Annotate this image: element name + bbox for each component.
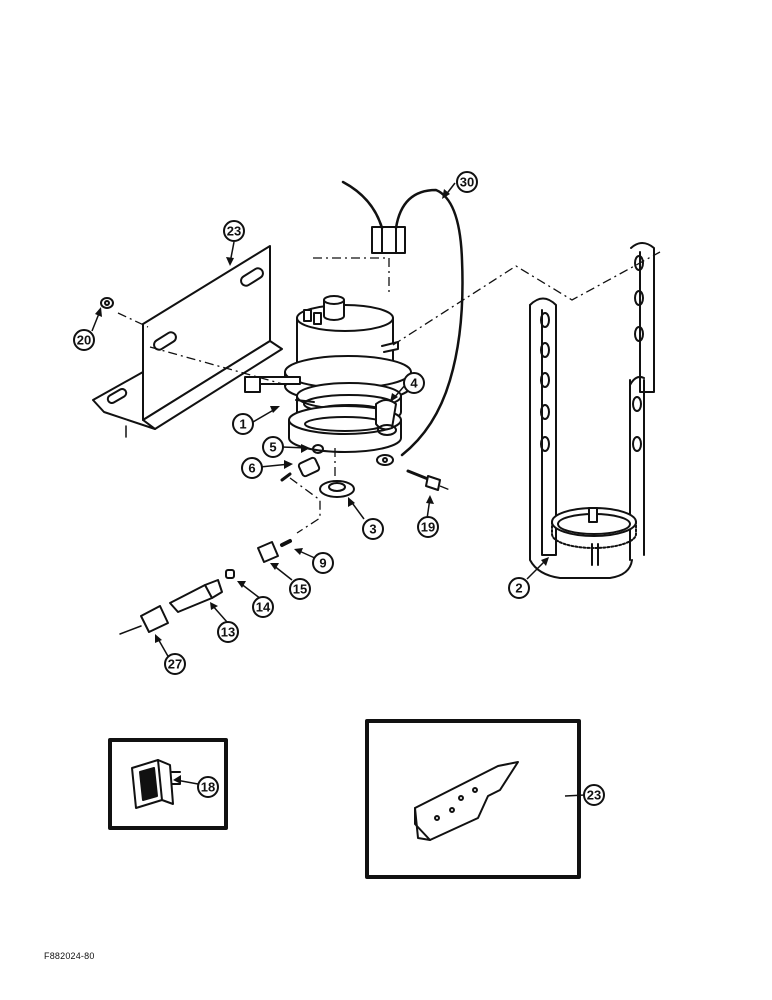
callout-27: 27 [168, 657, 182, 672]
fuel-pump-part [244, 295, 412, 453]
callout-15: 15 [293, 582, 307, 597]
callout-9: 9 [319, 556, 326, 571]
rocker-switch-part [131, 759, 181, 809]
mounting-bracket-part [92, 245, 283, 438]
angle-bracket-part [414, 761, 519, 841]
callout-6: 6 [248, 461, 255, 476]
callout-30: 30 [460, 175, 474, 190]
strap-bracket-part [529, 242, 655, 579]
inset-box-switch [108, 738, 228, 830]
wire-harness-part [341, 180, 464, 466]
inset-box-bracket [365, 719, 581, 879]
assembly-lines [117, 251, 661, 534]
callout-14: 14 [256, 600, 271, 615]
callout-circles [73, 171, 605, 806]
leader-arrowheads [95, 189, 549, 784]
callout-18: 18 [201, 780, 215, 795]
callout-13: 13 [221, 625, 235, 640]
fitting-parts [119, 444, 441, 635]
callout-1: 1 [239, 417, 246, 432]
callout-23-top: 23 [227, 224, 241, 239]
callout-23-inset: 23 [587, 788, 601, 803]
callout-4: 4 [410, 376, 418, 391]
callout-19: 19 [421, 520, 435, 535]
callout-2: 2 [515, 581, 522, 596]
callout-20: 20 [77, 333, 91, 348]
figure-code: F882024-80 [44, 951, 95, 961]
nut-part [100, 297, 114, 309]
callout-3: 3 [369, 522, 376, 537]
callout-5: 5 [269, 440, 276, 455]
